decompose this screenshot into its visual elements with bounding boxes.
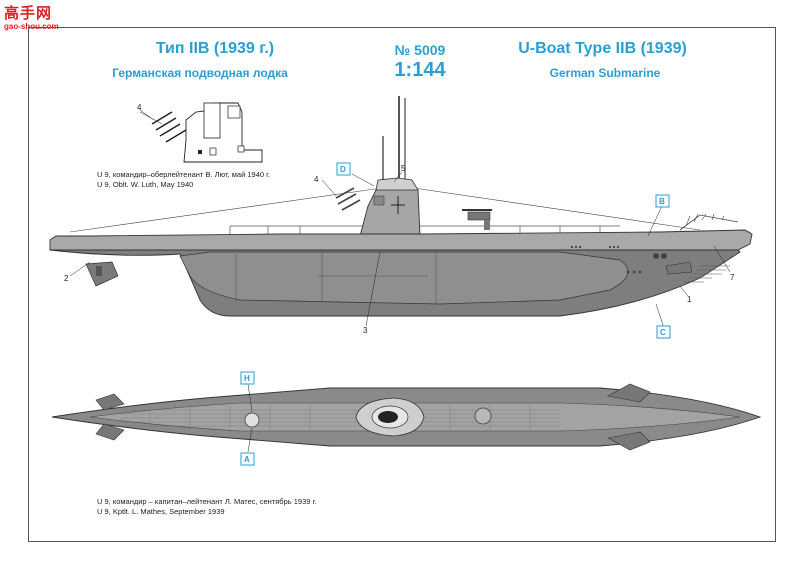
kit-number: № 5009 [394, 42, 446, 58]
tag-h: H [240, 371, 255, 385]
svg-text:B: B [659, 197, 665, 206]
side-view-caption-ru: U 9, командир–оберлейтенант В. Лют, май … [97, 170, 271, 179]
tag-d: D [336, 162, 351, 176]
svg-text:H: H [244, 374, 250, 383]
top-view [51, 383, 762, 451]
top-view-caption-en: U 9, Kptlt. L. Mathes, September 1939 [97, 507, 225, 516]
callout-4-detail: 4 [137, 103, 142, 112]
conning-tower-detail [139, 102, 263, 163]
scale-label: 1:144 [394, 59, 446, 81]
tag-c: C [656, 325, 671, 339]
side-view [49, 96, 753, 317]
svg-text:D: D [340, 165, 346, 174]
watermark-logo: 高手网 gao-shou.com [4, 2, 70, 42]
side-view-caption-en: U 9, Oblt. W. Luth, May 1940 [97, 180, 194, 189]
callout-2: 2 [64, 274, 69, 283]
svg-text:A: A [244, 455, 250, 464]
title-russian: Тип IIB (1939 г.) [155, 40, 275, 57]
callout-7: 7 [730, 273, 735, 282]
sheet-border [28, 27, 776, 542]
callout-4-side: 4 [314, 175, 319, 184]
callout-lines [69, 109, 731, 453]
title-english: U-Boat Type IIB (1939) [518, 40, 687, 57]
svg-text:C: C [660, 328, 666, 337]
callout-5: 5 [401, 164, 406, 173]
watermark-url: gao-shou.com [4, 22, 59, 31]
tag-b: B [655, 194, 670, 208]
subtitle-english: German Submarine [549, 66, 661, 80]
subtitle-russian: Германская подводная лодка [112, 66, 288, 80]
callout-3: 3 [363, 326, 368, 335]
tag-a: A [240, 452, 255, 466]
top-view-caption-ru: U 9, командир – капитан–лейтенант Л. Мат… [97, 497, 317, 506]
callout-1: 1 [687, 295, 692, 304]
watermark-chars: 高手网 [4, 4, 53, 22]
